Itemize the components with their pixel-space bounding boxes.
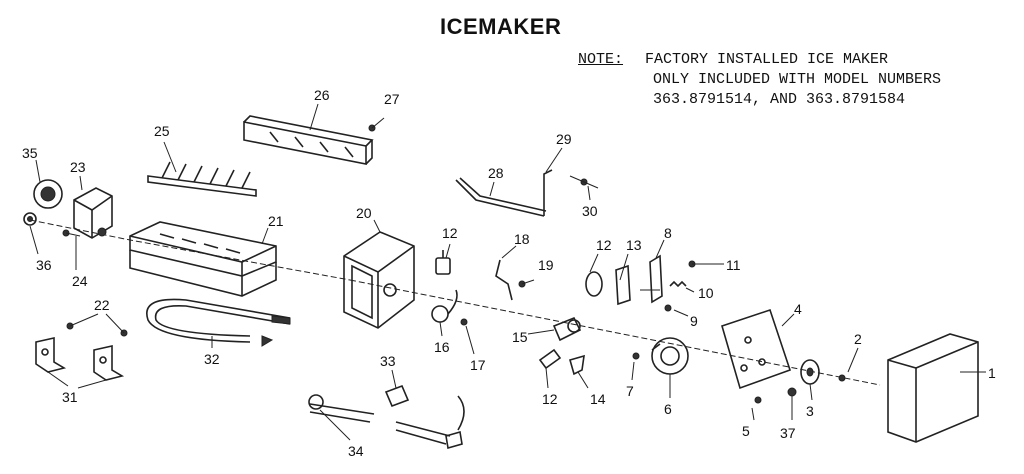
callout-19: 19	[538, 257, 554, 273]
part-22-screws	[66, 322, 128, 337]
part-18-lever	[495, 259, 513, 301]
part-5-screw	[754, 396, 762, 404]
part-26-stripper	[243, 115, 374, 165]
callout-13: 13	[626, 237, 642, 253]
part-9-screw	[664, 304, 672, 312]
callout-33: 33	[380, 353, 396, 369]
note-text-1: FACTORY INSTALLED ICE MAKER	[645, 51, 889, 68]
callout-leaders	[29, 103, 986, 441]
part-17-screw	[460, 318, 468, 326]
part-23-motor-housing	[73, 187, 113, 239]
note-label: NOTE:	[578, 51, 624, 68]
part-19-screw	[518, 279, 535, 288]
note-block: NOTE: FACTORY INSTALLED ICE MAKER ONLY IN…	[578, 50, 941, 110]
callout-26: 26	[314, 87, 330, 103]
callout-3: 3	[806, 403, 814, 419]
note-line-1: NOTE: FACTORY INSTALLED ICE MAKER	[578, 50, 941, 70]
callout-23: 23	[70, 159, 86, 175]
part-7-screw	[632, 352, 640, 360]
part-24-screw	[62, 229, 81, 237]
part-20-housing	[343, 231, 415, 329]
callout-21: 21	[268, 213, 284, 229]
assembly-line-right	[349, 279, 881, 386]
callout-34: 34	[348, 443, 364, 459]
part-25-ejector	[147, 161, 257, 197]
callout-24: 24	[72, 273, 88, 289]
callout-2: 2	[854, 331, 862, 347]
callout-12-lower: 12	[542, 391, 558, 407]
part-36-washer	[23, 212, 37, 226]
part-8-switch-arm	[649, 254, 663, 304]
callout-31: 31	[62, 389, 78, 405]
part-35-gear-ring	[33, 179, 63, 209]
part-16-timer	[431, 289, 458, 323]
part-1-cover	[887, 333, 979, 443]
callout-22: 22	[94, 297, 110, 313]
part-11-screw	[688, 260, 724, 268]
callout-18: 18	[514, 231, 530, 247]
note-line-2: ONLY INCLUDED WITH MODEL NUMBERS	[578, 70, 941, 90]
note-line-3: 363.8791514, AND 363.8791584	[578, 90, 941, 110]
diagram-title: ICEMAKER	[440, 14, 562, 39]
part-14-part	[569, 354, 585, 376]
part-34-harness	[308, 394, 465, 450]
callout-20: 20	[356, 205, 372, 221]
callout-7: 7	[626, 383, 634, 399]
callout-9: 9	[690, 313, 698, 329]
callout-29: 29	[556, 131, 572, 147]
callout-28: 28	[488, 165, 504, 181]
callout-8: 8	[664, 225, 672, 241]
callout-11: 11	[726, 257, 741, 273]
callout-14: 14	[590, 391, 606, 407]
callout-5: 5	[742, 423, 750, 439]
part-21-mold	[129, 221, 277, 297]
callout-12-top: 12	[442, 225, 458, 241]
part-32-heater	[146, 298, 291, 347]
callout-1: 1	[988, 365, 996, 381]
callout-10: 10	[698, 285, 714, 301]
part-2-nut	[838, 374, 846, 382]
part-28-shutoff-arm	[455, 169, 553, 217]
note-text-2: ONLY INCLUDED WITH MODEL NUMBERS	[653, 71, 942, 88]
callout-17: 17	[470, 357, 486, 373]
part-3-gear	[800, 359, 820, 385]
part-12-switch-top	[435, 250, 451, 275]
part-37-nut	[787, 387, 797, 397]
part-12-switch-lower	[538, 348, 562, 370]
callout-30: 30	[582, 203, 598, 219]
callout-37: 37	[780, 425, 796, 441]
part-30-clip	[569, 175, 599, 189]
callout-25: 25	[154, 123, 170, 139]
callout-35: 35	[22, 145, 38, 161]
callout-15: 15	[512, 329, 528, 345]
callout-12-middle: 12	[596, 237, 612, 253]
part-4-mounting-plate	[721, 308, 792, 390]
part-15-thermostat	[552, 316, 582, 342]
callout-16: 16	[434, 339, 450, 355]
part-27-screw	[368, 117, 385, 132]
part-31-brackets	[35, 337, 125, 381]
callout-4: 4	[794, 301, 802, 317]
callout-36: 36	[36, 257, 52, 273]
note-text-3: 363.8791514, AND 363.8791584	[653, 91, 906, 108]
callout-32: 32	[204, 351, 220, 367]
callout-27: 27	[384, 91, 400, 107]
part-12-cam-middle	[585, 271, 603, 297]
callout-6: 6	[664, 401, 672, 417]
part-10-spring	[669, 280, 687, 288]
part-33-connector	[384, 384, 410, 408]
